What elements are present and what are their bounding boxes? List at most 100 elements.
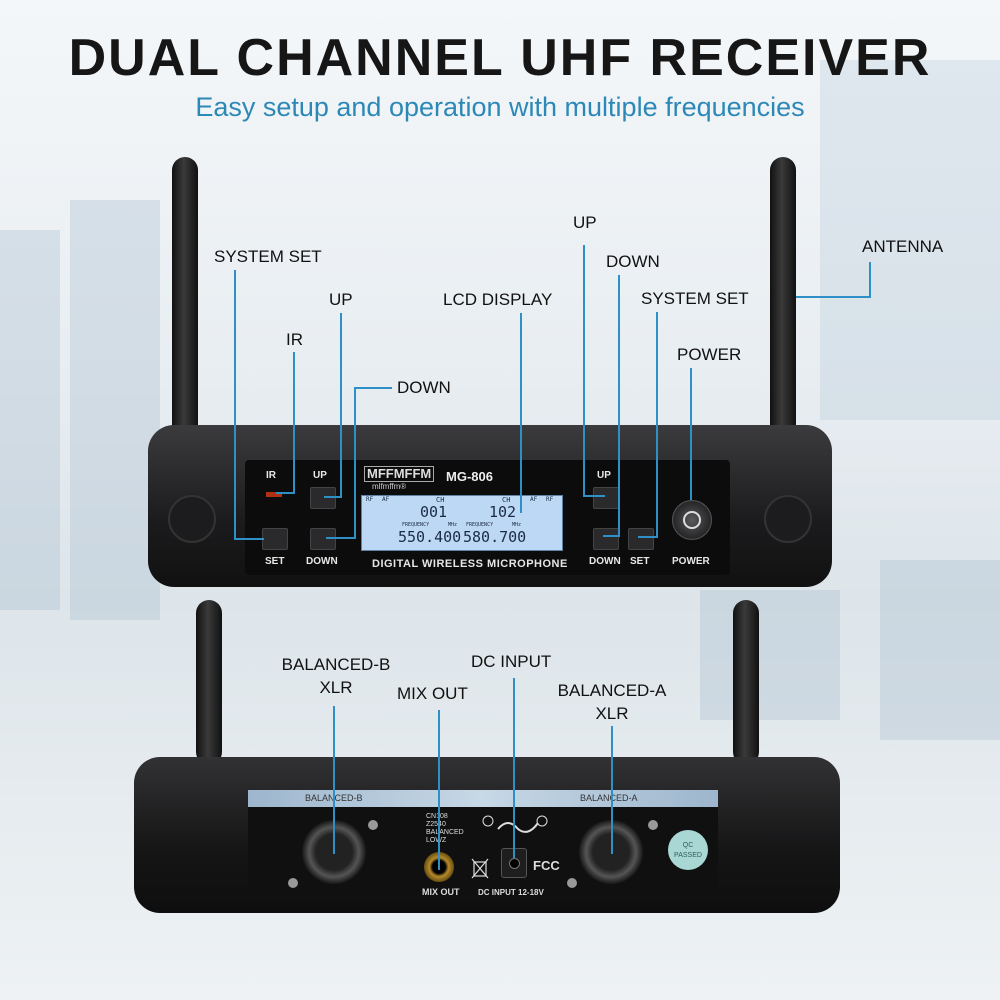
callout-line-antenna bbox=[796, 296, 871, 298]
back-right-antenna bbox=[733, 600, 759, 765]
lcd-frequency-label-a: FREQUENCY bbox=[402, 522, 430, 528]
set-right-button[interactable] bbox=[628, 528, 654, 550]
screw-icon bbox=[648, 820, 658, 830]
screw-icon bbox=[567, 878, 577, 888]
up-right-button[interactable] bbox=[593, 487, 619, 509]
callout-up-left: UP bbox=[329, 290, 353, 309]
callout-system-set-left: SYSTEM SET bbox=[214, 247, 322, 266]
callout-up-right: UP bbox=[573, 213, 597, 232]
left-antenna-mount bbox=[168, 495, 216, 543]
device-tagline: DIGITAL WIRELESS MICROPHONE bbox=[372, 558, 568, 570]
lcd-frequency-label-b: FREQUENCY bbox=[466, 522, 494, 528]
callout-power: POWER bbox=[677, 345, 742, 364]
down-left-label: DOWN bbox=[306, 556, 338, 567]
mix-out-jack-label: MIX OUT bbox=[422, 887, 460, 897]
callout-dc-input: DC INPUT bbox=[471, 652, 552, 671]
back-balanced-a-text: BALANCED-A bbox=[580, 793, 638, 803]
down-left-button[interactable] bbox=[310, 528, 336, 550]
up-right-label: UP bbox=[597, 470, 611, 481]
down-right-button[interactable] bbox=[593, 528, 619, 550]
callout-line-lcd bbox=[520, 313, 522, 513]
page-title: DUAL CHANNEL UHF RECEIVER bbox=[68, 29, 932, 87]
dc-input-jack-label: DC INPUT 12-18V bbox=[478, 888, 544, 897]
dc-input-jack[interactable] bbox=[501, 848, 527, 878]
power-button[interactable] bbox=[672, 500, 712, 540]
callout-balanced-b-xlr: XLR bbox=[319, 678, 353, 697]
callout-line-system-set-right bbox=[656, 312, 658, 538]
callout-line-up-right bbox=[583, 245, 585, 497]
callout-line-down-right bbox=[618, 275, 620, 537]
right-antenna-mount bbox=[764, 495, 812, 543]
ir-sensor bbox=[266, 492, 282, 497]
callout-balanced-b: BALANCED-B bbox=[281, 655, 391, 674]
callout-line-ir-end bbox=[276, 492, 295, 494]
page-subtitle: Easy setup and operation with multiple f… bbox=[195, 92, 805, 122]
callout-system-set-right: SYSTEM SET bbox=[641, 289, 749, 308]
power-label: POWER bbox=[672, 556, 710, 567]
lcd-mhz-b: MHz bbox=[512, 522, 522, 528]
callout-down-right: DOWN bbox=[606, 252, 660, 271]
screw-icon bbox=[368, 820, 378, 830]
callout-mix-out: MIX OUT bbox=[397, 684, 468, 703]
brand-logo: MFFMFFM bbox=[364, 466, 435, 482]
lcd-channel-b: 102 bbox=[489, 503, 517, 521]
lcd-ch-left: CH bbox=[436, 496, 445, 504]
set-left-label: SET bbox=[265, 556, 285, 567]
callout-line-system-set-left bbox=[234, 270, 236, 540]
lcd-display bbox=[361, 495, 563, 551]
callout-line-antenna-vertical bbox=[869, 262, 871, 298]
background-building bbox=[700, 590, 840, 720]
callout-antenna: ANTENNA bbox=[862, 237, 944, 256]
back-left-antenna bbox=[196, 600, 222, 765]
callout-line-up-right-end bbox=[583, 495, 605, 497]
lcd-channel-a: 001 bbox=[420, 503, 448, 521]
up-left-label: UP bbox=[313, 470, 327, 481]
callout-line-balanced-a bbox=[611, 726, 613, 854]
back-label-strip bbox=[248, 790, 718, 807]
lcd-ch-right: CH bbox=[502, 496, 511, 504]
polarity-icon bbox=[482, 815, 548, 833]
model-number: MG-806 bbox=[446, 469, 493, 484]
callout-line-balanced-b bbox=[333, 706, 335, 854]
set-left-button[interactable] bbox=[262, 528, 288, 550]
callout-line-down-left-top bbox=[354, 387, 392, 389]
callout-line-down-left-end bbox=[326, 537, 356, 539]
callout-lcd-display: LCD DISPLAY bbox=[443, 290, 553, 309]
callout-line-system-set-right-end bbox=[638, 536, 658, 538]
callout-line-up-left bbox=[340, 313, 342, 498]
lcd-rf-right: RF bbox=[546, 496, 554, 503]
callout-line-system-set-left-end bbox=[234, 538, 264, 540]
callout-balanced-a: BALANCED-A bbox=[557, 681, 667, 700]
callout-line-mix-out bbox=[438, 710, 440, 870]
callout-line-power bbox=[690, 368, 692, 500]
lcd-frequency-b: 580.700 bbox=[463, 528, 527, 546]
background-building bbox=[820, 60, 1000, 420]
screw-icon bbox=[288, 878, 298, 888]
set-right-label: SET bbox=[630, 556, 650, 567]
background-building bbox=[0, 230, 60, 610]
qc-passed-sticker: QC PASSED bbox=[668, 830, 708, 870]
qc-passed-text: QC PASSED bbox=[674, 842, 702, 859]
fcc-mark: FCC bbox=[533, 858, 560, 873]
ir-label: IR bbox=[266, 470, 276, 481]
callout-balanced-a-xlr: XLR bbox=[595, 704, 629, 723]
callout-line-ir bbox=[293, 352, 295, 494]
callout-line-up-left-end bbox=[324, 496, 342, 498]
mix-out-spec: CN108 Z2540 BALANCED LOWZ bbox=[426, 813, 464, 844]
lcd-frequency-a: 550.400 bbox=[398, 528, 462, 546]
lcd-af-right: AF bbox=[530, 496, 538, 503]
callout-down-left: DOWN bbox=[397, 378, 451, 397]
callout-line-down-right-end bbox=[603, 535, 620, 537]
up-left-button[interactable] bbox=[310, 487, 336, 509]
down-right-label: DOWN bbox=[589, 556, 621, 567]
weee-bin-icon bbox=[471, 858, 489, 879]
lcd-af-left: AF bbox=[382, 496, 390, 503]
background-building bbox=[880, 560, 1000, 740]
lcd-mhz-a: MHz bbox=[448, 522, 458, 528]
callout-ir: IR bbox=[286, 330, 303, 349]
dc-input-pin bbox=[509, 858, 520, 869]
lcd-rf-left: RF bbox=[366, 496, 374, 503]
brand-subtext: mlfmffm® bbox=[372, 482, 407, 491]
callout-line-dc-input bbox=[513, 678, 515, 858]
background-building bbox=[70, 200, 160, 620]
